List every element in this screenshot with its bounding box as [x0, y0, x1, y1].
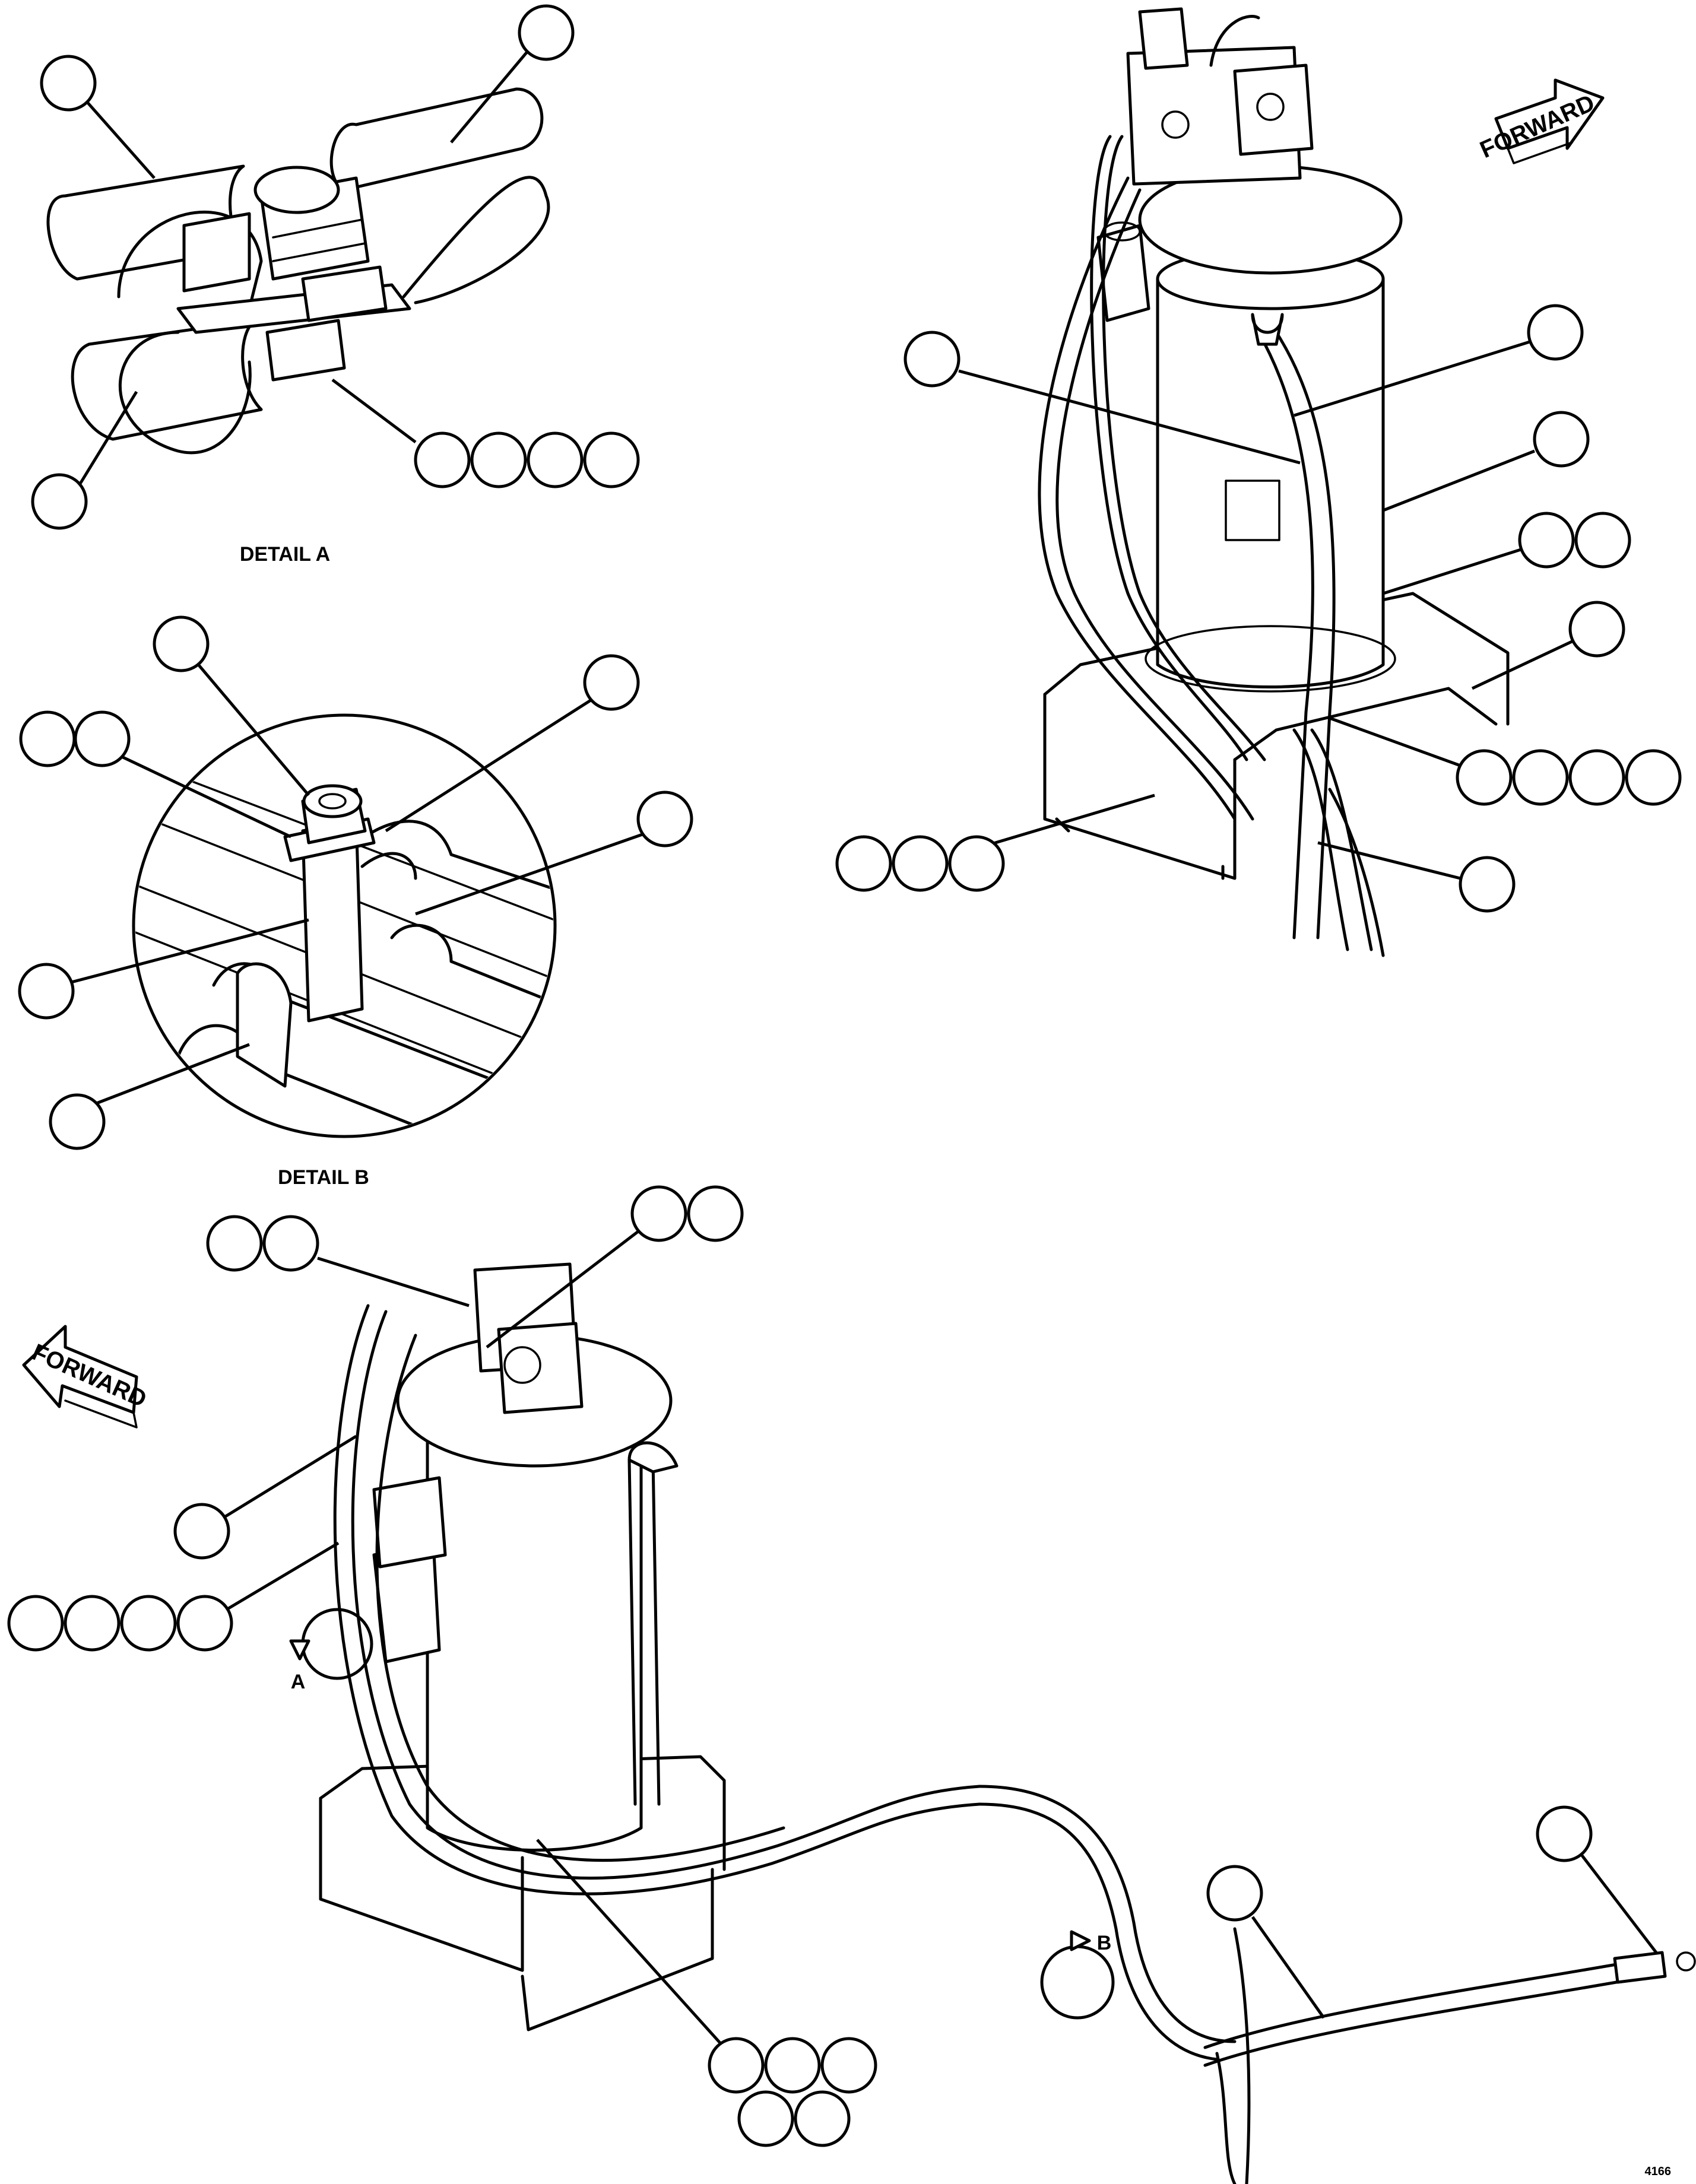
- forward-arrow-icon: [1494, 78, 1605, 164]
- callout-balloon: [470, 431, 527, 488]
- callout-balloon: [262, 1215, 319, 1272]
- view-a-label: A: [291, 1671, 306, 1693]
- callout-balloon: [7, 1595, 64, 1652]
- callout-balloon: [40, 55, 97, 112]
- callout-balloon: [1459, 856, 1516, 913]
- callout-balloon: [737, 2090, 794, 2147]
- callout-balloon: [1536, 1805, 1593, 1862]
- forward-arrow-icon: [22, 1325, 138, 1429]
- callout-balloon: [1206, 1865, 1263, 1922]
- callout-balloon: [206, 1215, 263, 1272]
- callout-balloon: [1533, 411, 1590, 468]
- callout-balloon: [176, 1595, 233, 1652]
- callout-balloon: [1568, 749, 1625, 806]
- callout-balloon: [708, 2037, 765, 2094]
- callout-balloon: [1568, 601, 1625, 658]
- callout-balloon: [31, 473, 88, 530]
- callout-balloon: [120, 1595, 177, 1652]
- callout-balloon: [892, 835, 949, 892]
- detail-b-callouts: [18, 615, 693, 1150]
- callout-balloon: [49, 1093, 106, 1150]
- top-right-callouts: [835, 304, 1682, 913]
- callout-balloon: [74, 710, 131, 767]
- callout-balloon: [414, 431, 471, 488]
- callout-balloon: [835, 835, 892, 892]
- callout-balloon: [794, 2090, 851, 2147]
- callout-balloon: [948, 835, 1005, 892]
- top-right-assembly-view: FORWARD: [1038, 7, 1605, 957]
- callout-balloon: [583, 654, 640, 711]
- callout-balloon: [1527, 304, 1584, 361]
- detail-a-caption: DETAIL A: [240, 543, 330, 566]
- drawing-number: 4166: [1645, 2165, 1672, 2178]
- callout-balloon: [764, 2037, 821, 2094]
- callout-balloon: [1574, 512, 1631, 569]
- callout-balloon: [583, 431, 640, 488]
- bottom-callouts: [7, 1185, 1657, 2147]
- detail-b-view: [132, 713, 557, 1138]
- callout-balloon: [630, 1185, 687, 1242]
- bottom-assembly-view: FORWARD A B: [22, 1262, 1696, 2184]
- view-b-label: B: [1097, 1932, 1112, 1954]
- callout-balloon: [518, 4, 575, 61]
- callout-balloon: [173, 1503, 230, 1560]
- view-rotation-arrow-icon: [1070, 1930, 1091, 1951]
- detail-a-view: [46, 87, 550, 455]
- callout-balloon: [820, 2037, 877, 2094]
- callout-balloon: [19, 710, 76, 767]
- callout-balloon: [687, 1185, 744, 1242]
- callout-balloon: [1625, 749, 1682, 806]
- callout-balloon: [527, 431, 584, 488]
- callout-balloon: [636, 791, 693, 847]
- view-rotation-arrow-icon: [289, 1639, 310, 1661]
- callout-balloon: [153, 615, 210, 672]
- callout-balloon: [1512, 749, 1569, 806]
- detail-b-caption: DETAIL B: [278, 1166, 369, 1189]
- detail-a-callouts: [31, 4, 640, 530]
- callout-balloon: [64, 1595, 121, 1652]
- callout-balloon: [1456, 749, 1513, 806]
- callout-balloon: [18, 963, 75, 1020]
- callout-balloon: [904, 331, 960, 388]
- callout-balloon: [1518, 512, 1575, 569]
